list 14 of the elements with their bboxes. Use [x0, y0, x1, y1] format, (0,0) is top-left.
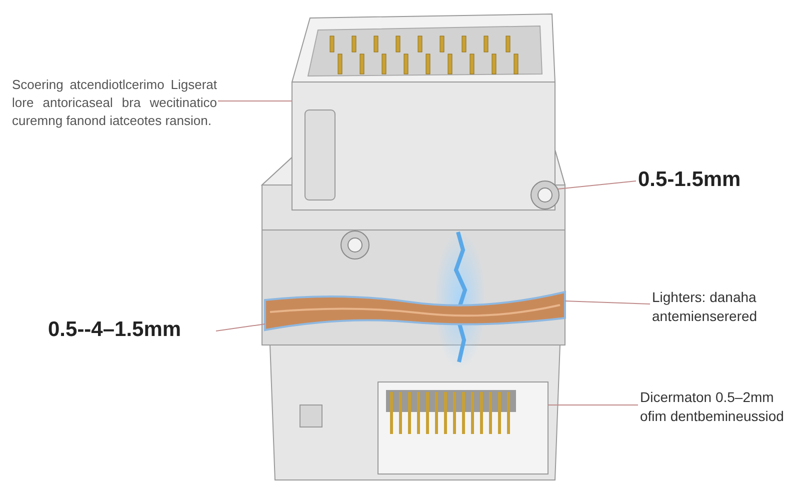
dimension-label: 0.5--4–1.5mm [48, 318, 182, 342]
mounting-hole [530, 180, 560, 210]
weld-seam [264, 291, 566, 331]
leader-line [564, 300, 650, 304]
callout-text: Scoering atcendiotlcerimo Ligserat lore antoricaseal bra wecitinatico curemng fanond iatceotes ransion. [12, 76, 217, 130]
callout-text: Dicermaton 0.5–2mm ofim dentbemineussiod [640, 388, 785, 426]
dimension-label: 0.5-1.5mm [638, 168, 742, 192]
callout-text: Lighters: danaha antemienserered [652, 288, 758, 326]
leader-line [218, 100, 292, 102]
leader-line [548, 404, 638, 406]
leader-line [558, 180, 636, 190]
leader-line [216, 324, 266, 332]
socket-opening [378, 382, 548, 474]
plug-housing [291, 14, 556, 210]
